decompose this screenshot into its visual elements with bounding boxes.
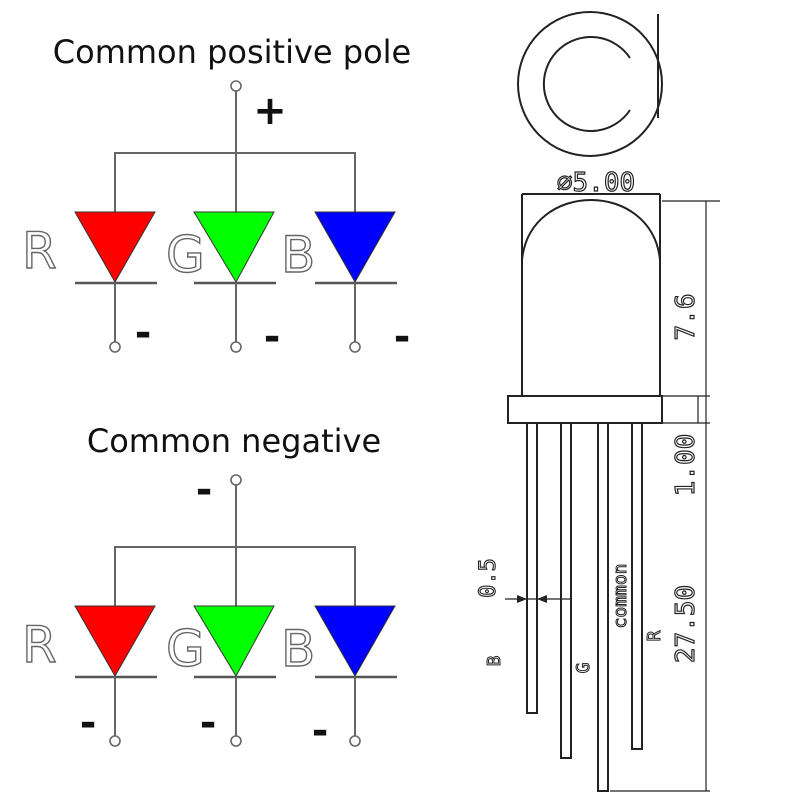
- blue-led-triangle: [314, 605, 396, 678]
- label-b: B: [281, 226, 315, 284]
- body-height-label: 7.6: [671, 294, 701, 341]
- common-anode-terminal: [230, 80, 242, 92]
- pin-label-g: G: [573, 663, 594, 674]
- blue-terminal: [349, 735, 361, 747]
- lead-r: [631, 422, 643, 750]
- dimension-lines: [505, 200, 720, 792]
- common-bus-wire: [114, 546, 356, 606]
- lead-g: [560, 422, 572, 759]
- lead-length-label: 27.50: [671, 585, 701, 663]
- pin-label-r: R: [644, 630, 665, 641]
- led-flange: [507, 395, 663, 424]
- label-b: B: [281, 620, 315, 678]
- pin-label-b: B: [484, 656, 505, 667]
- arrow-right: [517, 595, 527, 603]
- label-r: R: [22, 616, 57, 674]
- blue-sign: -: [394, 314, 411, 360]
- common-positive-title: Common positive pole: [53, 33, 411, 71]
- green-led-triangle: [193, 605, 275, 678]
- led-outer-circle: [517, 11, 663, 157]
- red-sign: -: [135, 310, 152, 356]
- lead-common: [597, 422, 609, 792]
- led-body: [507, 193, 663, 424]
- common-positive-schematic: Common positive pole + R G B - - -: [21, 33, 411, 360]
- green-terminal: [230, 735, 242, 747]
- blue-terminal: [349, 341, 361, 353]
- label-r: R: [22, 222, 57, 280]
- lead-spacing-label: 0.5: [476, 558, 501, 598]
- pin-label-common: common: [610, 563, 631, 628]
- red-terminal: [109, 735, 121, 747]
- led-dimension-drawing: ⌀5.00 7.6 1.: [475, 11, 720, 792]
- led-leads: [526, 422, 643, 792]
- red-led-triangle: [74, 605, 156, 678]
- arrow-left: [537, 595, 547, 603]
- led-top-view: [517, 11, 663, 157]
- common-negative-schematic: Common negative - R G B - - -: [21, 422, 397, 754]
- common-cathode-terminal: [230, 474, 242, 486]
- red-terminal: [109, 341, 121, 353]
- red-led-triangle: [74, 211, 156, 284]
- red-sign: -: [80, 700, 97, 746]
- lead-b: [526, 422, 538, 714]
- led-inner-ring: [542, 36, 631, 132]
- common-bus-wire: [114, 152, 356, 212]
- common-negative-sign: -: [196, 467, 213, 513]
- flange-height-label: 1.00: [671, 434, 701, 497]
- label-g: G: [166, 620, 205, 678]
- lens-dome: [521, 199, 661, 261]
- common-negative-title: Common negative: [87, 422, 381, 460]
- label-g: G: [166, 226, 205, 284]
- green-sign: -: [200, 700, 217, 746]
- green-terminal: [230, 341, 242, 353]
- blue-led-triangle: [314, 211, 396, 284]
- common-positive-sign: +: [253, 88, 287, 134]
- green-led-triangle: [193, 211, 275, 284]
- green-sign: -: [264, 314, 281, 360]
- blue-sign: -: [312, 708, 329, 754]
